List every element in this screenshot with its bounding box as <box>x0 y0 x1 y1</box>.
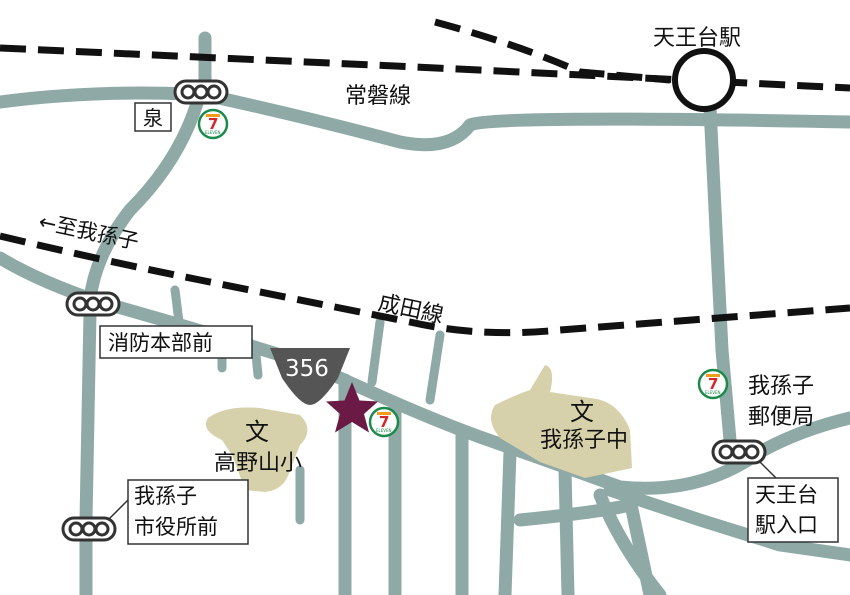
signal-lamp <box>94 521 110 537</box>
seven-eleven-route: 7 ELEVEN <box>368 406 400 438</box>
route-356-shield: 356 <box>270 348 350 405</box>
school-symbol-takanoyama: 文 <box>245 418 269 446</box>
destination-star-icon[interactable] <box>326 382 378 433</box>
road-shobo-south <box>79 305 97 595</box>
stub-5 <box>425 330 445 405</box>
school-symbol-abiko-middle: 文 <box>570 398 594 426</box>
seven-eleven-east: 7 ELEVEN <box>697 368 729 400</box>
takanoyama-school-area <box>205 407 308 492</box>
road-izumi-southwest <box>83 93 205 307</box>
seven-eleven-izumi: 7 ELEVEN <box>197 108 229 140</box>
road-se-branch-2 <box>623 493 657 595</box>
stub-4 <box>367 317 385 387</box>
road-south-5 <box>558 463 575 595</box>
signal-name-box <box>134 102 172 132</box>
signal-lamp <box>180 84 196 100</box>
tennodai-station[interactable]: 天王台駅 <box>653 26 741 112</box>
station-label: 天王台駅 <box>653 26 741 51</box>
signal-shobo: 消防本部前 <box>65 291 253 359</box>
narita-line <box>0 232 850 337</box>
abiko-middle-school-area <box>491 365 632 478</box>
road-branch-lower <box>513 498 637 527</box>
station-circle-icon[interactable] <box>672 48 736 112</box>
signal-lamp <box>85 296 101 312</box>
signal-lamp <box>206 84 222 100</box>
road-south-4 <box>498 445 517 595</box>
signal-lamp <box>72 296 88 312</box>
logo-digit: 7 <box>708 375 718 393</box>
logo-stripe <box>706 374 720 377</box>
signal-lamp <box>81 521 97 537</box>
signal-shiyakusho-label-2: 市役所前 <box>134 515 218 539</box>
signal-lamp <box>718 444 734 460</box>
route-number: 356 <box>285 356 329 382</box>
post-office-label-2: 郵便局 <box>748 405 814 430</box>
signal-shiyakusho-label-1: 我孫子 <box>134 484 197 508</box>
signal-name-box <box>99 325 253 359</box>
signal-tennodai-entrance-label-1: 天王台 <box>755 483 818 507</box>
signal-lamp <box>193 84 209 100</box>
route-shield-icon <box>270 348 350 405</box>
road-station-south <box>703 101 737 447</box>
signal-lamp <box>744 444 760 460</box>
joban-line-branch <box>434 18 671 84</box>
signal-shiyakusho: 我孫子 市役所前 <box>61 479 249 545</box>
signal-name-box <box>747 477 839 543</box>
abiko-middle-school-label: 我孫子中 <box>540 428 628 453</box>
signal-izumi-label: 泉 <box>143 106 163 130</box>
signal-leader-line <box>107 499 129 521</box>
signal-shobo-label: 消防本部前 <box>108 331 213 355</box>
stub-3 <box>250 340 263 380</box>
road-izumi-tennodai <box>203 89 850 152</box>
logo-text: ELEVEN <box>205 130 221 135</box>
post-office-label-1: 我孫子 <box>748 374 814 399</box>
signal-lamp <box>98 296 114 312</box>
stub-1 <box>170 285 185 335</box>
signal-tennodai-entrance-label-2: 駅入口 <box>755 513 818 537</box>
logo-text: ELEVEN <box>376 428 392 433</box>
signal-lamp <box>731 444 747 460</box>
school-areas <box>205 365 632 492</box>
signal-lamp <box>68 521 84 537</box>
logo-text: ELEVEN <box>705 390 721 395</box>
logo-stripe <box>206 114 220 117</box>
logo-stripe <box>377 412 391 415</box>
takanoyama-school-label: 高野山小 <box>214 451 302 476</box>
signal-izumi: 泉 <box>134 79 229 132</box>
road-west-izumi <box>0 86 197 109</box>
signal-tennodai-entrance: 天王台 駅入口 <box>711 439 839 543</box>
logo-digit: 7 <box>379 413 389 431</box>
signal-leader-line <box>759 461 777 479</box>
logo-digit: 7 <box>208 115 218 133</box>
signal-name-box <box>127 479 249 545</box>
joban-line-label: 常磐線 <box>345 84 411 109</box>
